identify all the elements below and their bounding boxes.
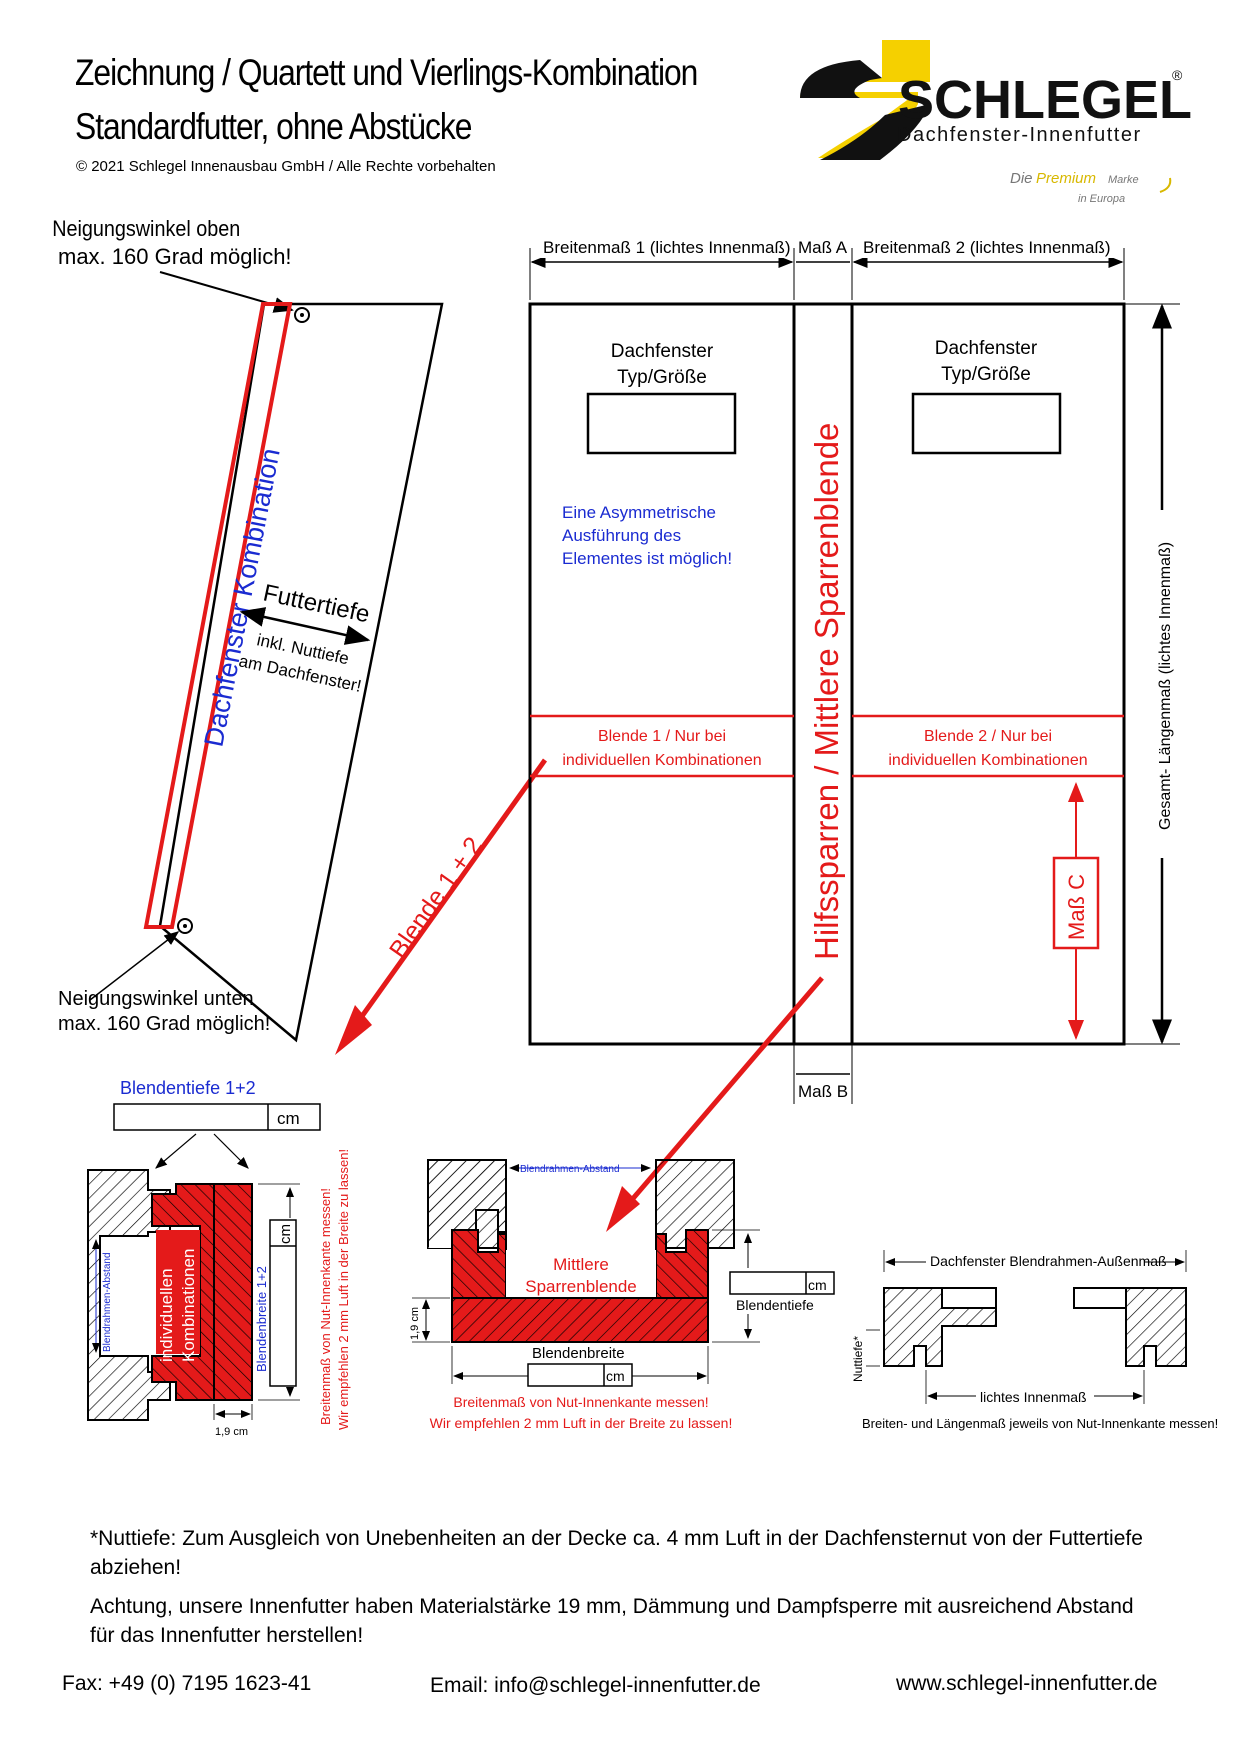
blende2-line2: individuellen Kombinationen [888,752,1087,769]
label-line3: Kombinationen [179,1249,198,1362]
logo-mark-black [800,60,882,98]
total-length-label: Gesamt- Längenmaß (lichtes Innenmaß) [1157,542,1174,830]
pivot-bottom-icon [177,918,193,934]
measure-line2: Wir empfehlen 2 mm Luft in der Breite zu… [430,1415,733,1431]
angle-bottom-line1: Neigungswinkel unten [58,988,254,1010]
angle-top-line2: max. 160 Grad möglich! [58,244,292,269]
depth-field [113,1103,321,1131]
label-line2: individuellen [157,1268,176,1362]
blende-profile-red [151,1183,253,1401]
footer-fax: Fax: +49 (0) 7195 1623-41 [62,1672,312,1695]
blende1-line1: Blende 1 / Nur bei [598,728,726,745]
measure-line1: Breitenmaß von Nut-Innenkante messen! [318,1188,333,1425]
detail-right: Dachfenster Blendrahmen-Außenmaß Nuttief… [851,1250,1218,1431]
schlegel-logo: SCHLEGEL ® Dachfenster-Innenfutter Die P… [800,40,1192,205]
thickness-label: 1,9 cm [215,1426,248,1438]
label-line2: Sparrenblende [525,1277,637,1296]
inner-label: lichtes Innenmaß [980,1389,1087,1405]
side-outline [158,302,444,1043]
width-field [269,1219,297,1387]
footer-website[interactable]: www.schlegel-innenfutter.de [896,1672,1158,1695]
logo-brand: SCHLEGEL [898,70,1192,130]
page-title-line1: Zeichnung / Quartett und Vierlings-Kombi… [75,52,698,93]
logo-registered: ® [1172,67,1183,83]
window1-label-2: Typ/Größe [617,367,707,388]
blende-arrow-head [335,1005,372,1055]
copyright-text: © 2021 Schlegel Innenausbau GmbH / Alle … [76,158,496,175]
width-unit: cm [277,1224,294,1244]
depth-title: Blendentiefe 1+2 [120,1078,256,1098]
window2-box [911,392,1062,455]
pivot-top-icon [294,307,310,323]
angle-bottom-line2: max. 160 Grad möglich! [58,1013,270,1035]
note-material: Achtung, unsere Innenfutter haben Materi… [90,1595,1134,1647]
frame-profile-left [87,1169,171,1421]
tagline-marke: Marke [1108,174,1139,186]
side-view: Neigungswinkel oben max. 160 Grad möglic… [52,217,548,1055]
note-nuttiefe: *Nuttiefe: Zum Ausgleich von Unebenheite… [90,1527,1143,1579]
width2-label: Breitenmaß 2 (lichtes Innenmaß) [863,238,1111,257]
mass-c-box [1052,856,1100,950]
nut-label: Nuttiefe* [851,1336,865,1382]
rafter-arrow-line [616,976,824,1218]
distance-label: Blendrahmen-Abstand [520,1164,620,1175]
tagline-europa: in Europa [1078,193,1125,205]
tagline-premium: Premium [1036,170,1096,187]
width1-label: Breitenmaß 1 (lichtes Innenmaß) [543,238,791,257]
frame-right-profile [1125,1287,1187,1367]
angle-bottom-pointer [89,931,180,1001]
mass-c-label: Maß C [1064,874,1089,940]
logo-subtitle: Dachfenster-Innenfutter [897,124,1142,146]
mass-a-label: Maß A [798,238,848,257]
tagline-die: Die [1010,170,1033,187]
distance-label: Blendrahmen-Abstand [102,1252,113,1352]
blende-arrow-line [342,758,548,1042]
depth-field [729,1271,835,1295]
measure-note: Breiten- und Längenmaß jeweils von Nut-I… [862,1416,1218,1431]
label-line1: Blenden bei [135,1265,154,1355]
depth-arrow [239,607,371,645]
blende2-line1: Blende 2 / Nur bei [924,728,1052,745]
width-label: Blendenbreite 1+2 [254,1266,269,1372]
thickness-label: 1,9 cm [409,1307,421,1340]
depth-unit: cm [277,1109,300,1128]
measure-line2: Wir empfehlen 2 mm Luft in der Breite zu… [336,1149,351,1430]
tagline-swoosh [1159,177,1172,193]
rafter-label: Hilfssparren / Mittlere Sparrenblende [808,423,845,960]
window1-label-1: Dachfenster [611,341,714,362]
detail-middle: Blendrahmen-Abstand Mittlere Sparrenblen… [409,1159,835,1431]
footer-email[interactable]: Email: info@schlegel-innenfutter.de [430,1674,761,1697]
label-line1: Mittlere [553,1255,609,1274]
mass-b-label: Maß B [798,1082,848,1101]
depth-unit: cm [808,1277,827,1293]
front-view: Breitenmaß 1 (lichtes Innenmaß) Maß A Br… [528,236,1180,1232]
asym-line3: Elementes ist möglich! [562,549,732,568]
depth-label: Blendentiefe [736,1297,814,1313]
page-title-line2: Standardfutter, ohne Abstücke [75,106,472,147]
detail-left: Blendentiefe 1+2 cm Blenden bei individu… [87,1078,351,1438]
combo-frame [528,302,1126,1046]
asym-line1: Eine Asymmetrische [562,503,716,522]
width-label: Blendenbreite [532,1345,625,1362]
window2-label-1: Dachfenster [935,338,1038,359]
asym-line2: Ausführung des [562,526,681,545]
blende-arrow-label: Blende 1 + 2 [384,832,488,964]
width-unit: cm [606,1368,625,1384]
angle-top-line1: Neigungswinkel oben [52,217,240,241]
side-lining-red [143,302,293,929]
rafter-arrow-head [606,1186,640,1232]
window1-box [586,392,737,455]
measure-line1: Breitenmaß von Nut-Innenkante messen! [453,1394,708,1410]
outer-label: Dachfenster Blendrahmen-Außenmaß [930,1253,1167,1269]
blende1-line2: individuellen Kombinationen [562,752,761,769]
width-field [527,1363,633,1387]
window2-label-2: Typ/Größe [941,364,1031,385]
logo-mark-black-2 [820,104,930,160]
